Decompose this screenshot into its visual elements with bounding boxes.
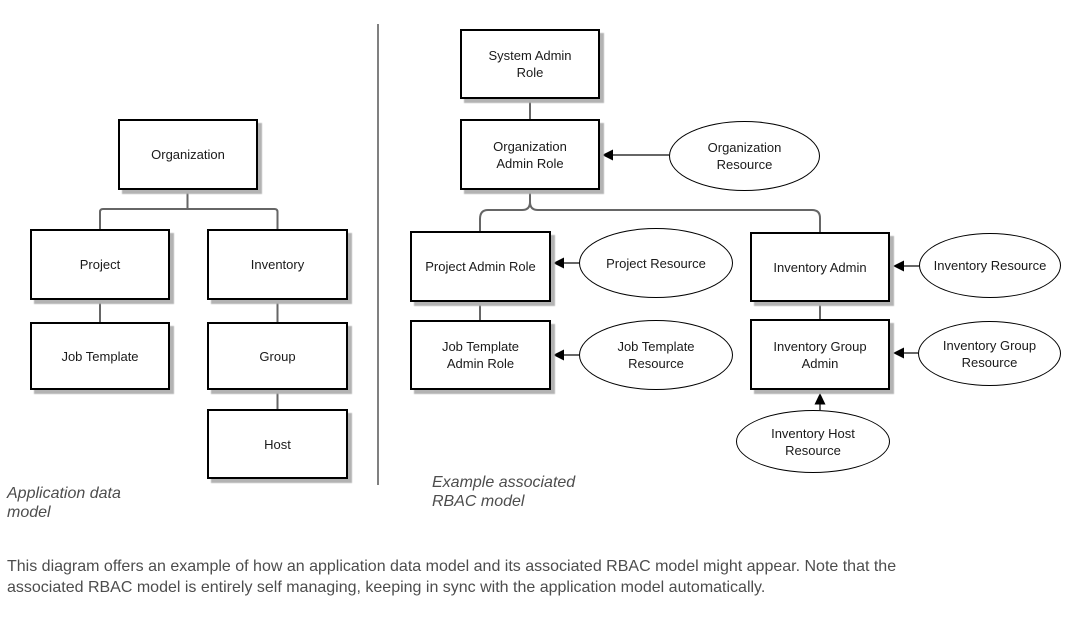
node-inventory: Inventory bbox=[207, 229, 348, 300]
node-group: Group bbox=[207, 322, 348, 390]
connector-org-admin-to-project-admin bbox=[479, 190, 531, 231]
arrowhead-project-resource bbox=[553, 257, 564, 269]
node-project-resource-label: Project Resource bbox=[606, 255, 706, 271]
footer-description: This diagram offers an example of how an… bbox=[7, 558, 897, 596]
arrowhead-organization-resource bbox=[602, 149, 613, 161]
node-inventory-group-resource: Inventory Group Resource bbox=[918, 321, 1061, 386]
node-project-admin-role-label: Project Admin Role bbox=[425, 259, 536, 274]
node-host-label: Host bbox=[264, 436, 291, 452]
node-inventory-admin: Inventory Admin bbox=[750, 232, 890, 302]
arrowhead-inventory-host-resource bbox=[814, 393, 826, 405]
node-organization-admin-role-label: Organization Admin Role bbox=[493, 138, 567, 171]
node-inventory-resource: Inventory Resource bbox=[919, 233, 1061, 298]
arrowhead-inventory-resource bbox=[893, 260, 904, 272]
node-job-template-resource: Job Template Resource bbox=[579, 320, 733, 390]
node-organization-resource-label: Organization Resource bbox=[707, 140, 782, 172]
node-inventory-admin-label: Inventory Admin bbox=[773, 259, 867, 275]
node-group-label: Group bbox=[259, 348, 296, 364]
left-diagram-caption: Application data model bbox=[7, 485, 121, 521]
connector-organization-branch bbox=[99, 208, 279, 229]
arrowhead-inventory-group-resource bbox=[893, 347, 904, 359]
connector-org-admin-to-inventory-admin bbox=[529, 190, 821, 232]
node-project-label: Project bbox=[79, 257, 121, 272]
node-organization: Organization bbox=[118, 119, 258, 190]
node-inventory-host-resource: Inventory Host Resource bbox=[736, 410, 890, 473]
node-inventory-label: Inventory bbox=[250, 257, 305, 272]
node-inventory-group-resource-label: Inventory Group Resource bbox=[942, 337, 1037, 370]
node-host: Host bbox=[207, 409, 348, 479]
node-project: Project bbox=[30, 229, 170, 300]
node-organization-resource: Organization Resource bbox=[669, 121, 820, 191]
node-system-admin-role-label: System Admin Role bbox=[488, 48, 572, 80]
node-inventory-group-admin: Inventory Group Admin bbox=[750, 319, 890, 390]
node-inventory-resource-label: Inventory Resource bbox=[933, 258, 1047, 273]
arrowhead-job-template-resource bbox=[553, 349, 564, 361]
node-job-template-label: Job Template bbox=[61, 348, 139, 364]
node-job-template-admin-role-label: Job Template Admin Role bbox=[441, 339, 520, 371]
node-job-template: Job Template bbox=[30, 322, 170, 390]
node-inventory-group-admin-label: Inventory Group Admin bbox=[773, 338, 867, 371]
node-system-admin-role: System Admin Role bbox=[460, 29, 600, 99]
right-diagram-caption: Example associated RBAC model bbox=[432, 474, 576, 510]
node-organization-admin-role: Organization Admin Role bbox=[460, 119, 600, 190]
node-organization-label: Organization bbox=[151, 147, 225, 162]
node-project-resource: Project Resource bbox=[579, 228, 733, 298]
node-job-template-admin-role: Job Template Admin Role bbox=[410, 320, 551, 390]
node-inventory-host-resource-label: Inventory Host Resource bbox=[771, 425, 855, 458]
node-job-template-resource-label: Job Template Resource bbox=[617, 339, 695, 371]
node-project-admin-role: Project Admin Role bbox=[410, 231, 551, 302]
